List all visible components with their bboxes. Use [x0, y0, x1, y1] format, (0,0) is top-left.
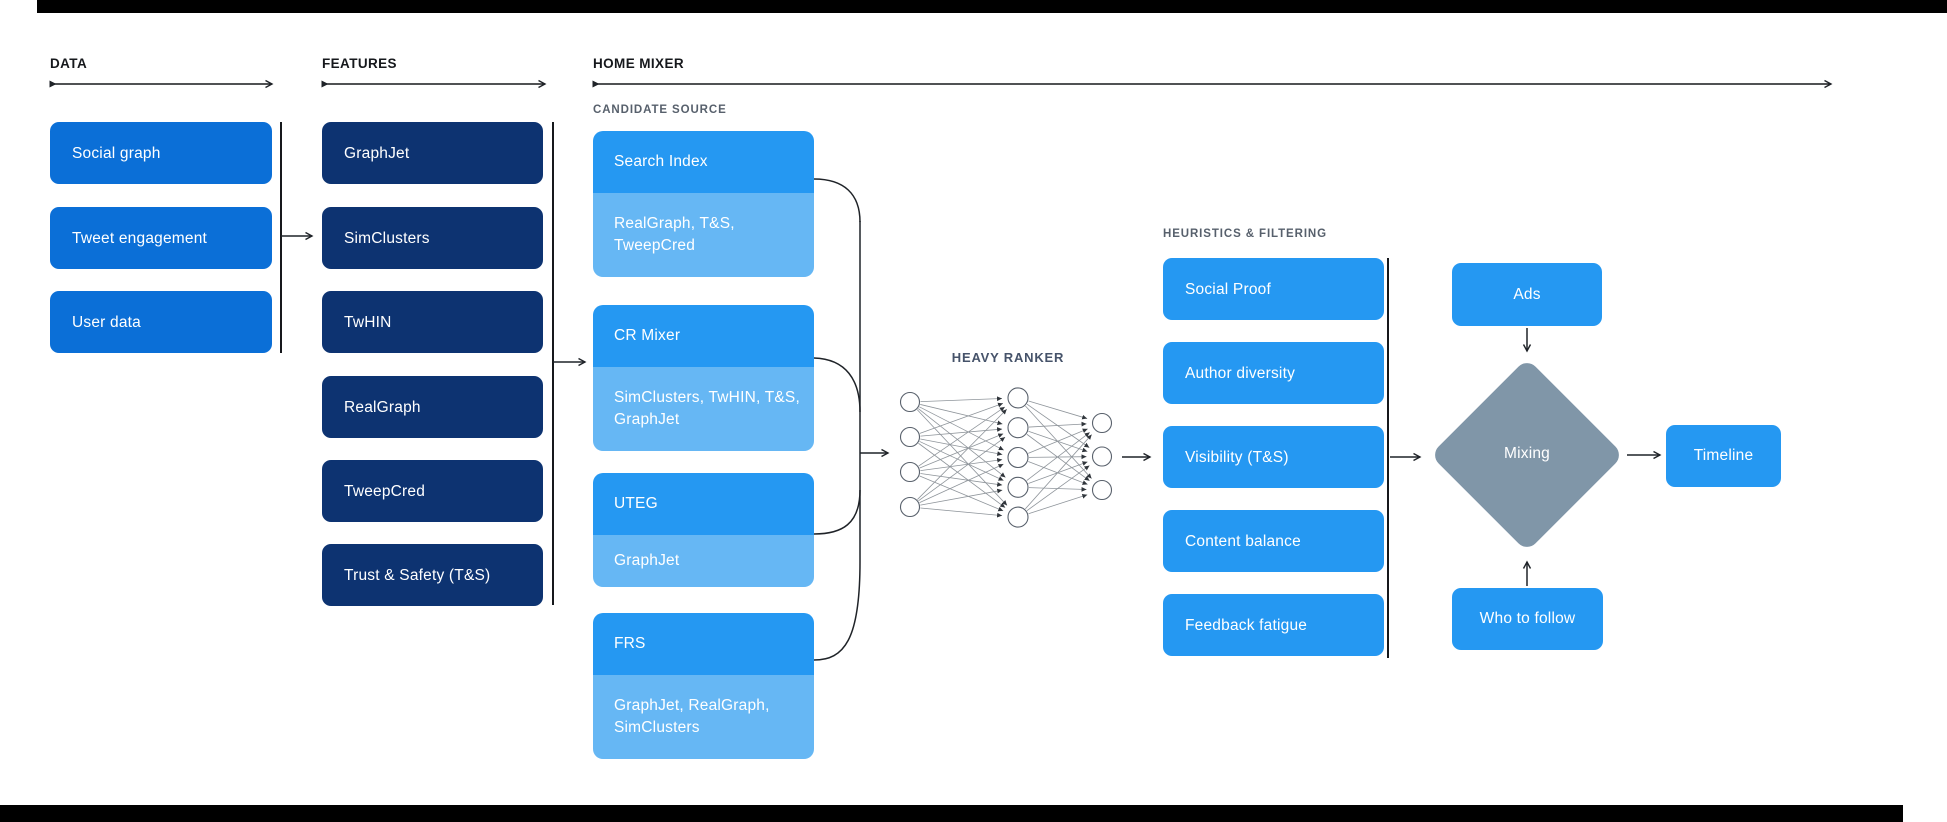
mixing-diamond — [1435, 363, 1619, 547]
curve-frs — [813, 561, 861, 661]
box-simclusters-label: SimClusters — [344, 229, 430, 247]
mixing-label: Mixing — [1504, 445, 1550, 462]
section-header-features-label: FEATURES — [322, 56, 397, 71]
box-social-graph: Social graph — [50, 122, 272, 184]
heuristic-content-balance: Content balance — [1163, 510, 1384, 572]
box-who-to-follow: Who to follow — [1452, 588, 1603, 650]
candidate-frs: FRS GraphJet, RealGraph, SimClusters — [593, 613, 814, 759]
heuristic-author-diversity: Author diversity — [1163, 342, 1384, 404]
box-simclusters: SimClusters — [322, 207, 543, 269]
bottom-frame-bar — [0, 805, 1903, 822]
candidate-source-label: CANDIDATE SOURCE — [593, 104, 727, 116]
curve-search-index — [813, 178, 861, 223]
heavy-ranker-label: HEAVY RANKER — [951, 350, 1065, 365]
box-tweepcred: TweepCred — [322, 460, 543, 522]
box-realgraph-label: RealGraph — [344, 398, 421, 416]
top-frame-bar — [37, 0, 1947, 13]
candidate-cr-mixer-sub: SimClusters, TwHIN, T&S, GraphJet — [593, 367, 814, 451]
heuristic-visibility: Visibility (T&S) — [1163, 426, 1384, 488]
box-ads: Ads — [1452, 263, 1602, 326]
box-timeline: Timeline — [1666, 425, 1781, 487]
candidate-cr-mixer-main: CR Mixer — [593, 305, 814, 367]
neural-network — [899, 387, 1113, 528]
box-social-graph-label: Social graph — [72, 144, 161, 162]
heuristic-social-proof: Social Proof — [1163, 258, 1384, 320]
box-realgraph: RealGraph — [322, 376, 543, 438]
candidate-cr-mixer: CR Mixer SimClusters, TwHIN, T&S, GraphJ… — [593, 305, 814, 451]
section-header-data: DATA — [50, 56, 87, 71]
box-trust-safety: Trust & Safety (T&S) — [322, 544, 543, 606]
box-tweet-engagement-label: Tweet engagement — [72, 229, 208, 247]
candidate-frs-main: FRS — [593, 613, 814, 675]
box-twhin-label: TwHIN — [344, 313, 392, 331]
box-user-data: User data — [50, 291, 272, 353]
section-header-features: FEATURES — [322, 56, 397, 71]
section-header-data-label: DATA — [50, 56, 88, 71]
box-tweet-engagement: Tweet engagement — [50, 207, 272, 269]
candidate-search-index-sub: RealGraph, T&S, TweepCred — [593, 193, 814, 277]
box-trust-safety-label: Trust & Safety (T&S) — [344, 566, 491, 584]
candidate-uteg: UTEG GraphJet — [593, 473, 814, 587]
box-user-data-label: User data — [72, 313, 141, 331]
section-header-home-mixer-label: HOME MIXER — [593, 56, 685, 71]
candidate-search-index: Search Index RealGraph, T&S, TweepCred — [593, 131, 814, 277]
box-graphjet: GraphJet — [322, 122, 543, 184]
heuristics-label: HEURISTICS & FILTERING — [1163, 228, 1327, 240]
box-tweepcred-label: TweepCred — [344, 482, 426, 500]
section-header-home-mixer: HOME MIXER — [593, 56, 684, 71]
curve-uteg — [813, 489, 861, 535]
candidate-uteg-sub: GraphJet — [593, 535, 814, 587]
candidate-uteg-main: UTEG — [593, 473, 814, 535]
box-twhin: TwHIN — [322, 291, 543, 353]
box-graphjet-label: GraphJet — [344, 144, 410, 162]
curve-cr-mixer — [813, 357, 861, 413]
candidate-search-index-main: Search Index — [593, 131, 814, 193]
candidate-frs-sub: GraphJet, RealGraph, SimClusters — [593, 675, 814, 759]
heuristic-feedback-fatigue: Feedback fatigue — [1163, 594, 1384, 656]
